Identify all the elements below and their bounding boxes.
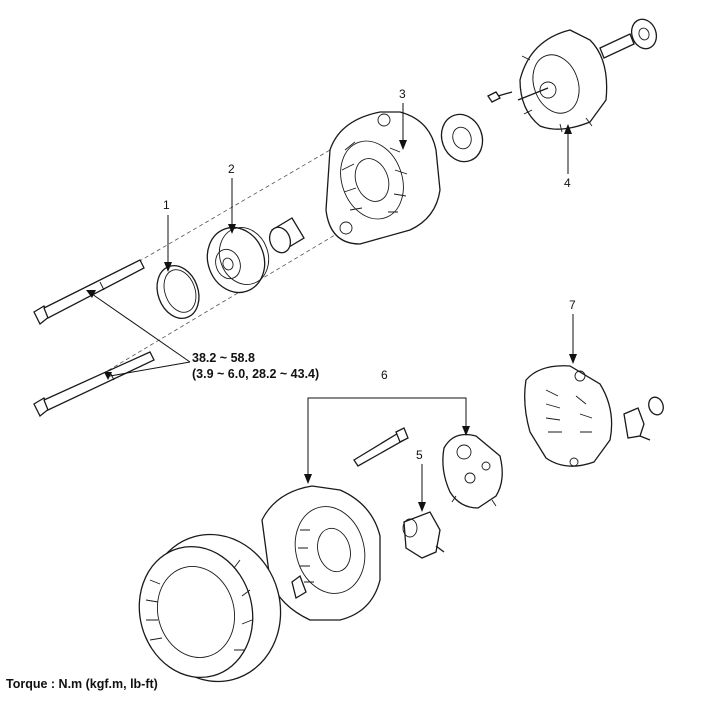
through-bolt-lower: [33, 351, 155, 418]
torque-units-footer: Torque : N.m (kgf.m, lb-ft): [6, 677, 158, 691]
front-bearing: [440, 113, 484, 163]
torque-spec-nm: 38.2 ~ 58.8: [192, 351, 255, 365]
spacer-collar: [268, 217, 305, 254]
leader-4: [564, 124, 572, 174]
part-2-pulley: [206, 226, 270, 294]
leader-torque: [86, 290, 191, 380]
callout-1: 1: [163, 198, 170, 212]
part-3-front-bracket: [325, 111, 441, 245]
terminal-nut: [648, 396, 664, 416]
leader-5: [418, 464, 426, 512]
leader-2: [228, 178, 236, 234]
through-bolt-upper: [33, 259, 145, 326]
stator: [138, 533, 282, 683]
rear-bracket: [261, 485, 381, 621]
leader-1: [164, 215, 172, 272]
callout-3: 3: [399, 87, 406, 101]
part-7-rear-cover: [524, 365, 613, 467]
rotor-bearing: [630, 18, 658, 50]
callout-4: 4: [564, 176, 571, 190]
terminal-connector: [623, 407, 651, 441]
callout-2: 2: [228, 162, 235, 176]
callout-7: 7: [569, 298, 576, 312]
callout-5: 5: [416, 448, 423, 462]
part-5-brush-holder: [402, 511, 445, 559]
torque-spec: 38.2 ~ 58.8 (3.9 ~ 6.0, 28.2 ~ 43.4): [192, 350, 319, 382]
leader-6: [304, 397, 470, 484]
part-6-rectifier: [442, 433, 503, 509]
part-4-rotor: [517, 29, 635, 133]
leader-3: [399, 103, 407, 150]
rectifier-bolt: [353, 427, 409, 467]
callout-6: 6: [381, 368, 388, 382]
leader-7: [569, 314, 577, 364]
torque-spec-conversions: (3.9 ~ 6.0, 28.2 ~ 43.4): [192, 367, 320, 381]
small-screw: [487, 91, 513, 103]
part-1-cover-ring: [156, 265, 200, 319]
